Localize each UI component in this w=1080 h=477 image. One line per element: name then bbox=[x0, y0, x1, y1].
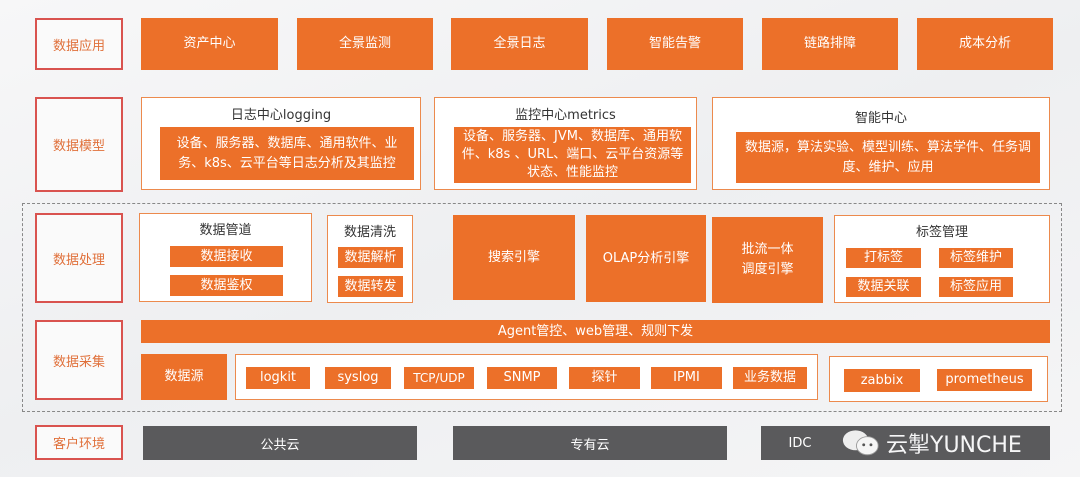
model-metrics-desc: 设备、服务器、JVM、数据库、通用软件、k8s 、URL、端口、云平台资源等状态… bbox=[454, 127, 691, 183]
source-logkit: logkit bbox=[246, 367, 310, 389]
model-intelligence-panel: 智能中心 数据源，算法实验、模型训练、算法学件、任务调度、维护、应用 bbox=[712, 97, 1050, 190]
tag-apply: 打标签 bbox=[846, 248, 921, 268]
watermark-text: 云掣YUNCHE bbox=[886, 433, 1022, 458]
layer-label-model: 数据模型 bbox=[35, 97, 123, 192]
model-logging-desc: 设备、服务器、数据库、通用软件、业务、k8s、云平台等日志分析及其监控 bbox=[160, 127, 414, 180]
data-source: 数据源 bbox=[141, 354, 227, 400]
layer-label-processing: 数据处理 bbox=[35, 213, 123, 303]
layer-label-customer: 客户环境 bbox=[35, 425, 123, 460]
processing-cleaning-panel: 数据清洗 数据解析 数据转发 bbox=[327, 215, 413, 303]
source-tcp-udp: TCP/UDP bbox=[404, 367, 474, 389]
model-intelligence-title: 智能中心 bbox=[854, 111, 907, 126]
tags-title: 标签管理 bbox=[915, 225, 968, 240]
source-snmp: SNMP bbox=[487, 367, 557, 389]
processing-pipeline-panel: 数据管道 数据接收 数据鉴权 bbox=[139, 213, 312, 302]
wechat-icon bbox=[842, 430, 879, 456]
processing-collection-group bbox=[22, 203, 1062, 412]
layer-label-application: 数据应用 bbox=[35, 18, 123, 70]
app-trace-troubleshoot: 链路排障 bbox=[762, 18, 898, 70]
model-metrics-panel: 监控中心metrics 设备、服务器、JVM、数据库、通用软件、k8s 、URL… bbox=[434, 97, 697, 190]
pipeline-title: 数据管道 bbox=[199, 223, 252, 238]
source-business-data: 业务数据 bbox=[733, 367, 807, 389]
app-smart-alert: 智能告警 bbox=[607, 18, 743, 70]
env-idc: IDC bbox=[772, 426, 828, 460]
model-logging-title: 日志中心logging bbox=[230, 108, 332, 123]
app-panorama-log: 全景日志 bbox=[451, 18, 588, 70]
agent-bar: Agent管控、web管理、规则下发 bbox=[141, 320, 1050, 343]
integration-prometheus: prometheus bbox=[937, 369, 1032, 391]
search-engine: 搜索引擎 bbox=[453, 215, 575, 300]
batch-stream-scheduler: 批流一体 调度引擎 bbox=[712, 217, 823, 303]
layer-label-collection: 数据采集 bbox=[35, 320, 123, 400]
tag-data-link: 数据关联 bbox=[846, 277, 921, 297]
pipeline-receive: 数据接收 bbox=[170, 246, 283, 267]
env-public-cloud: 公共云 bbox=[143, 426, 417, 460]
tag-usage: 标签应用 bbox=[939, 277, 1013, 297]
app-asset-center: 资产中心 bbox=[141, 18, 278, 70]
tag-maintain: 标签维护 bbox=[939, 248, 1013, 268]
processing-tags-panel: 标签管理 打标签 标签维护 数据关联 标签应用 bbox=[834, 215, 1050, 303]
source-ipmi: IPMI bbox=[651, 367, 722, 389]
pipeline-auth: 数据鉴权 bbox=[170, 275, 283, 296]
app-panorama-monitor: 全景监测 bbox=[297, 18, 433, 70]
source-probe: 探针 bbox=[569, 367, 640, 389]
model-metrics-title: 监控中心metrics bbox=[515, 108, 616, 123]
cleaning-parse: 数据解析 bbox=[338, 247, 403, 268]
env-private-cloud: 专有云 bbox=[453, 426, 727, 460]
olap-engine: OLAP分析引擎 bbox=[586, 215, 706, 302]
cleaning-title: 数据清洗 bbox=[343, 225, 396, 240]
source-syslog: syslog bbox=[325, 367, 391, 389]
watermark: 云掣YUNCHE bbox=[842, 426, 1022, 460]
cleaning-forward: 数据转发 bbox=[338, 276, 403, 297]
model-intelligence-desc: 数据源，算法实验、模型训练、算法学件、任务调度、维护、应用 bbox=[736, 132, 1040, 183]
model-logging-panel: 日志中心logging 设备、服务器、数据库、通用软件、业务、k8s、云平台等日… bbox=[141, 97, 421, 190]
app-cost-analysis: 成本分析 bbox=[917, 18, 1053, 70]
integration-zabbix: zabbix bbox=[844, 369, 920, 392]
